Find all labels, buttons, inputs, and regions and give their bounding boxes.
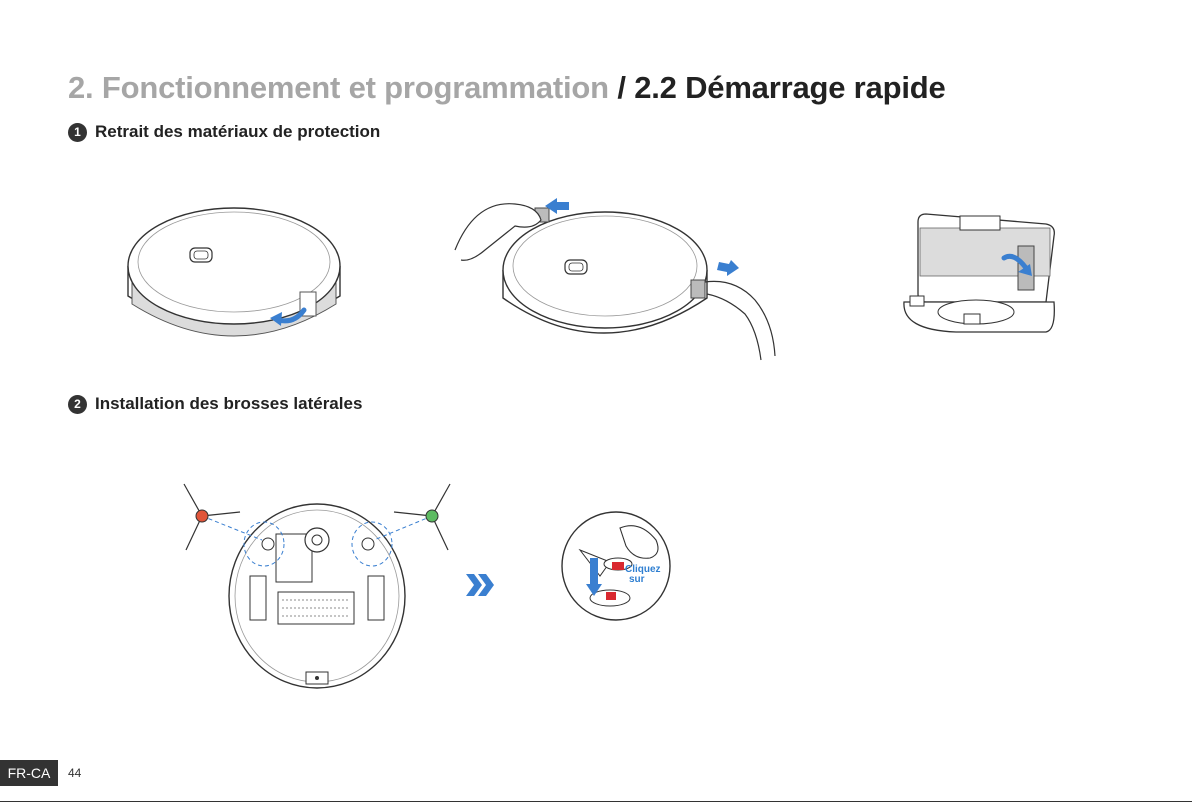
dock-station-illustration <box>896 206 1061 336</box>
title-section: 2. Fonctionnement et programmation <box>68 70 609 105</box>
step-2-number: 2 <box>68 395 87 414</box>
robot-foam-illustration <box>118 196 350 346</box>
language-badge: FR-CA <box>0 760 58 786</box>
step-2-label: Installation des brosses latérales <box>95 394 362 414</box>
step-1-heading: 1 Retrait des matériaux de protection <box>68 122 380 142</box>
step-1-label: Retrait des matériaux de protection <box>95 122 380 142</box>
click-callout: Cliquez sur <box>625 565 661 585</box>
page-number: 44 <box>68 766 81 780</box>
robot-underside-illustration <box>178 478 460 692</box>
footer-divider <box>0 801 1192 802</box>
page-title: 2. Fonctionnement et programmation / 2.2… <box>68 70 946 106</box>
click-callout-line2: sur <box>625 575 661 585</box>
step-1-number: 1 <box>68 123 87 142</box>
title-subsection: 2.2 Démarrage rapide <box>634 70 945 105</box>
title-separator: / <box>617 70 625 105</box>
step-2-heading: 2 Installation des brosses latérales <box>68 394 362 414</box>
next-step-arrow-icon <box>466 574 496 596</box>
remove-tabs-illustration <box>445 190 785 362</box>
